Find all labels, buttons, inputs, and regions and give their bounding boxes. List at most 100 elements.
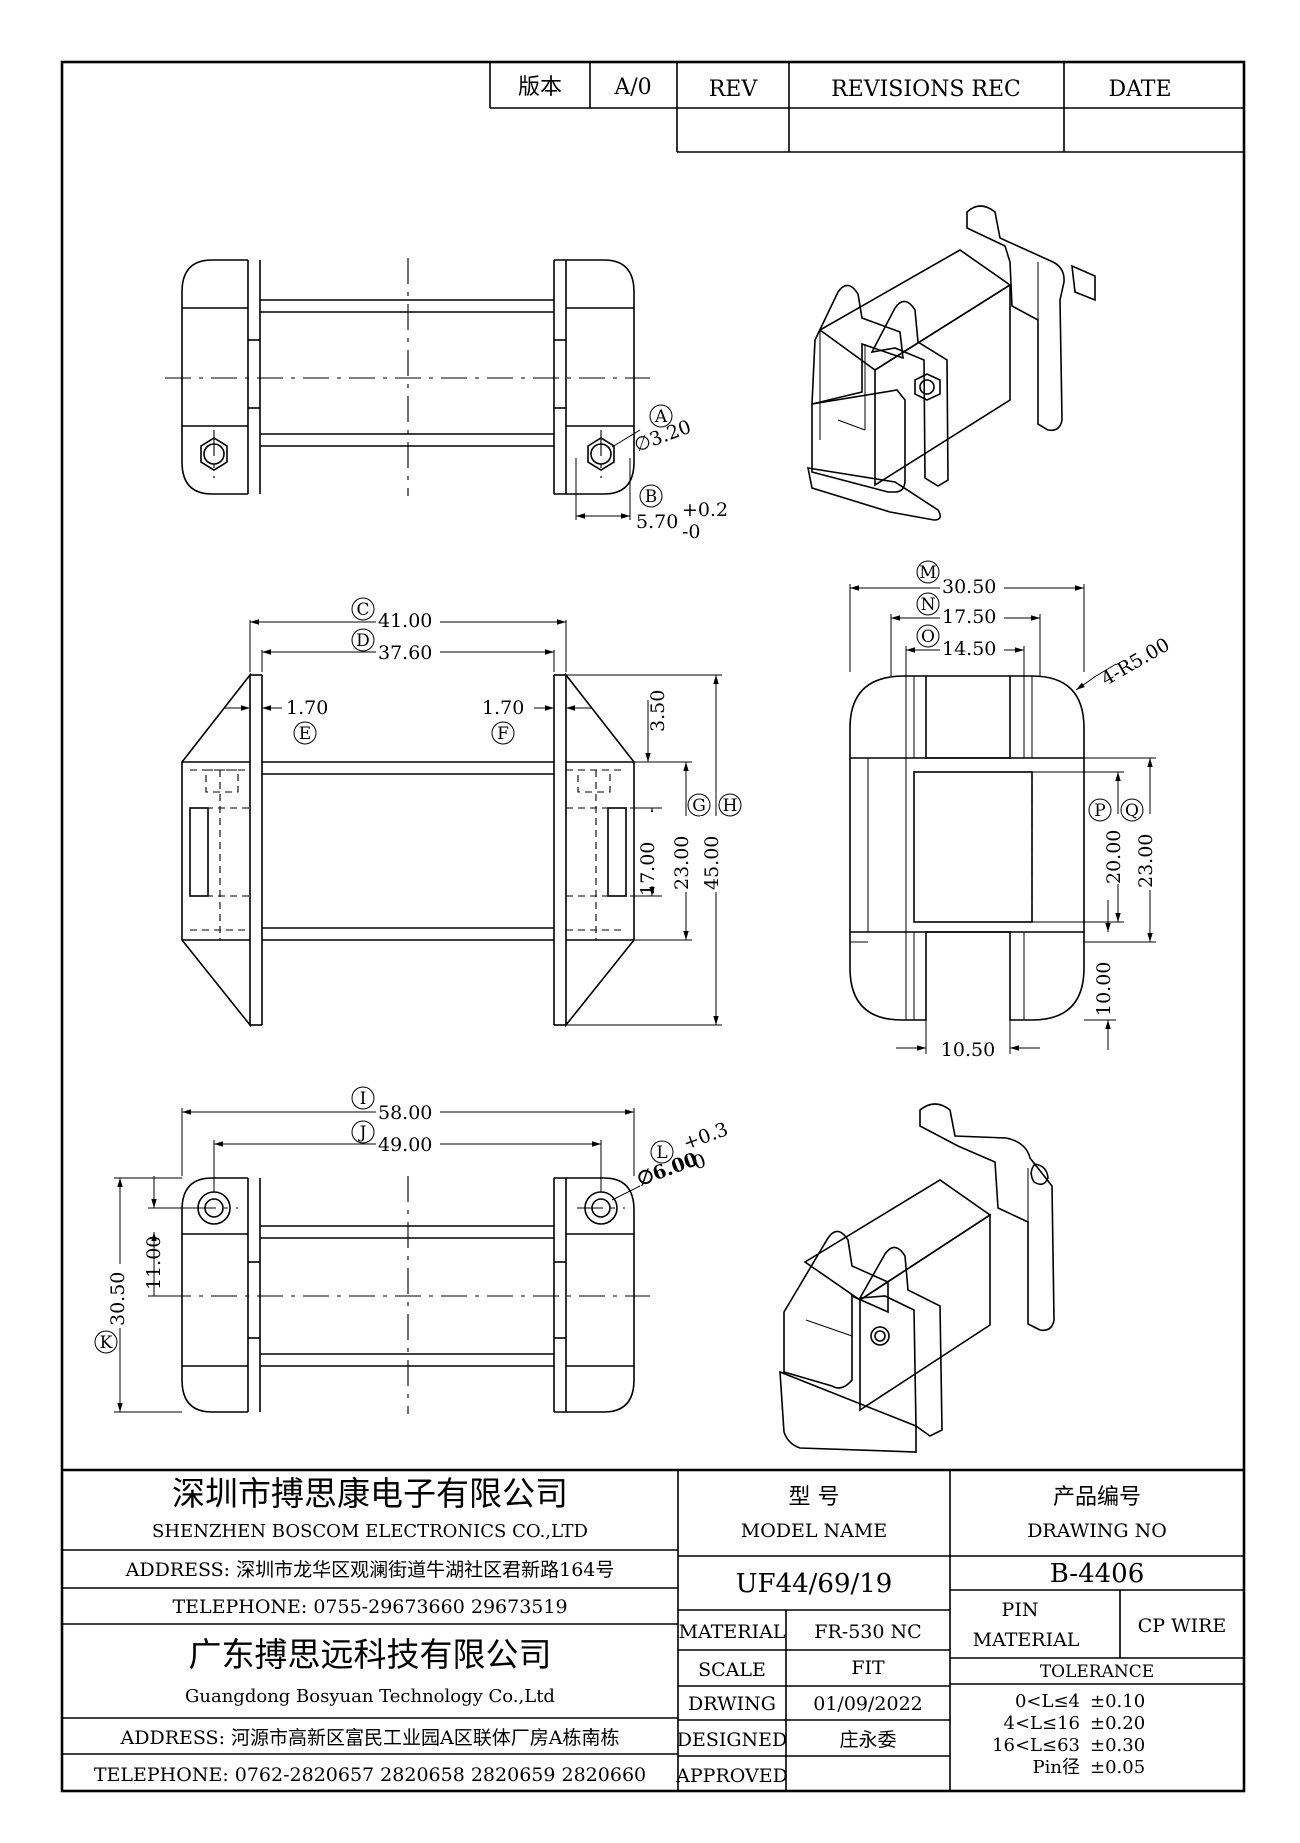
- material-label: MATERIAL: [679, 1621, 786, 1643]
- pin-material-label: MATERIAL: [973, 1629, 1080, 1651]
- material-value: FR-530 NC: [814, 1621, 921, 1643]
- tolerance-range: Pin径: [1033, 1757, 1080, 1778]
- callout-f: [491, 721, 515, 745]
- callout-d: [351, 628, 375, 652]
- callout-h: [718, 793, 742, 817]
- tolerance-range: 4<L≤16: [1004, 1713, 1080, 1734]
- drawing-label-cn: 产品编号: [1053, 1485, 1141, 1510]
- drawing-label-en: DRAWING NO: [1027, 1520, 1167, 1542]
- dim-k-value: 30.50: [107, 1272, 129, 1326]
- dim-j-value: 49.00: [378, 1134, 432, 1156]
- company-name-cn: 深圳市搏思康电子有限公司: [172, 1474, 568, 1513]
- dim-c-value: 41.00: [378, 610, 432, 632]
- top-view-dimensions: A ∅3.20 B 5.70 +0.2 -0: [575, 404, 728, 543]
- svg-text:L: L: [656, 1143, 667, 1163]
- dim-q-value: 23.00: [1135, 834, 1157, 888]
- tolerance-value: ±0.30: [1090, 1735, 1145, 1756]
- dim-v1-value: 3.50: [647, 690, 669, 732]
- dim-h10-value: 10.00: [1093, 962, 1115, 1016]
- revisions-header: REVISIONS REC: [831, 77, 1021, 102]
- dim-i-value: 58.00: [378, 1102, 432, 1124]
- scale-value: FIT: [851, 1657, 885, 1679]
- callout-k: [94, 1330, 118, 1354]
- svg-text:M: M: [919, 563, 936, 583]
- tolerance-range: 0<L≤4: [1015, 1691, 1080, 1712]
- dim-f-value: 1.70: [482, 697, 524, 719]
- bottom-view: [165, 1176, 650, 1414]
- svg-text:K: K: [100, 1333, 113, 1353]
- svg-text:B: B: [645, 487, 658, 507]
- dim-radius-value: 4-R5.00: [1098, 634, 1174, 691]
- drwing-value: 01/09/2022: [813, 1693, 923, 1715]
- front-view: [181, 672, 635, 1028]
- dim-m-value: 30.50: [942, 576, 996, 598]
- dim-d-value: 37.60: [378, 642, 432, 664]
- side-view: [849, 675, 1085, 1021]
- svg-text:C: C: [356, 600, 369, 620]
- callout-q: [1120, 798, 1144, 822]
- approved-label: APPROVED: [675, 1765, 788, 1787]
- designed-value: 庄永委: [839, 1729, 896, 1751]
- model-label-en: MODEL NAME: [741, 1520, 887, 1542]
- callout-j: [351, 1120, 375, 1144]
- date-header: DATE: [1108, 77, 1171, 102]
- dim-v2-value: 17.00: [637, 842, 659, 896]
- front-view-dimensions: C 41.00 D 37.60 1.70 E 1.70 F 3.50 17.00…: [224, 597, 742, 1026]
- top-view: [165, 258, 650, 496]
- tolerance-label: TOLERANCE: [1040, 1662, 1154, 1682]
- svg-text:D: D: [356, 631, 370, 651]
- address-2: ADDRESS: 河源市高新区富民工业园A区联体厂房A栋南栋: [120, 1727, 620, 1749]
- side-view-dimensions: M 30.50 N 17.50 O 14.50 4-R5.00 20.00 P …: [849, 560, 1174, 1061]
- company2-name-cn: 广东搏思远科技有限公司: [189, 1635, 552, 1674]
- revision-block: 版本 A/0 REV REVISIONS REC DATE: [489, 62, 1244, 153]
- callout-n: [916, 592, 940, 616]
- dim-v11-value: 11.00: [143, 1236, 165, 1290]
- callout-e: [293, 721, 317, 745]
- designed-label: DESIGNED: [677, 1729, 788, 1751]
- callout-l: [650, 1140, 674, 1164]
- bottom-view-dimensions: I 58.00 J 49.00 30.50 K 11.00 L ∅6.00 +0…: [94, 1086, 731, 1413]
- svg-text:N: N: [921, 595, 936, 615]
- svg-text:G: G: [692, 796, 706, 816]
- tolerance-range: 16<L≤63: [992, 1735, 1080, 1756]
- telephone-2: TELEPHONE: 0762-2820657 2820658 2820659 …: [94, 1764, 646, 1786]
- svg-text:O: O: [921, 627, 935, 647]
- dim-w10-value: 10.50: [941, 1039, 995, 1061]
- callout-i: [351, 1086, 375, 1110]
- dim-b-tol-plus: +0.2: [682, 499, 728, 521]
- company-name-en: SHENZHEN BOSCOM ELECTRONICS CO.,LTD: [152, 1521, 588, 1542]
- drwing-label: DRWING: [688, 1693, 776, 1715]
- telephone-1: TELEPHONE: 0755-29673660 29673519: [172, 1596, 567, 1618]
- tolerance-value: ±0.20: [1090, 1713, 1145, 1734]
- dim-e-value: 1.70: [286, 697, 328, 719]
- isometric-view-top: [806, 205, 1096, 521]
- dim-o-value: 14.50: [942, 638, 996, 660]
- pin-value: CP WIRE: [1138, 1615, 1227, 1637]
- pin-label: PIN: [1002, 1599, 1039, 1621]
- drawing-value: B-4406: [1050, 1559, 1145, 1589]
- dim-n-value: 17.50: [942, 606, 996, 628]
- svg-text:F: F: [497, 724, 509, 744]
- scale-label: SCALE: [698, 1659, 766, 1681]
- title-block: 深圳市搏思康电子有限公司 SHENZHEN BOSCOM ELECTRONICS…: [62, 1468, 1244, 1791]
- svg-text:A: A: [654, 407, 668, 427]
- dim-b-value: 5.70: [636, 511, 678, 533]
- dim-b-tol-minus: -0: [682, 521, 701, 543]
- svg-text:J: J: [358, 1123, 367, 1143]
- callout-m: [916, 560, 940, 584]
- address-1: ADDRESS: 深圳市龙华区观澜街道牛湖社区君新路164号: [125, 1559, 615, 1581]
- tolerance-value: ±0.10: [1090, 1691, 1145, 1712]
- svg-text:P: P: [1094, 801, 1105, 821]
- svg-text:H: H: [723, 796, 738, 816]
- svg-text:Q: Q: [1125, 801, 1139, 821]
- version-label: 版本: [518, 75, 562, 100]
- svg-text:I: I: [360, 1089, 367, 1109]
- callout-p: [1088, 798, 1112, 822]
- callout-o: [916, 624, 940, 648]
- dim-p-value: 20.00: [1103, 830, 1125, 884]
- svg-text:E: E: [299, 724, 311, 744]
- tolerance-value: ±0.05: [1090, 1757, 1145, 1778]
- callout-c: [351, 597, 375, 621]
